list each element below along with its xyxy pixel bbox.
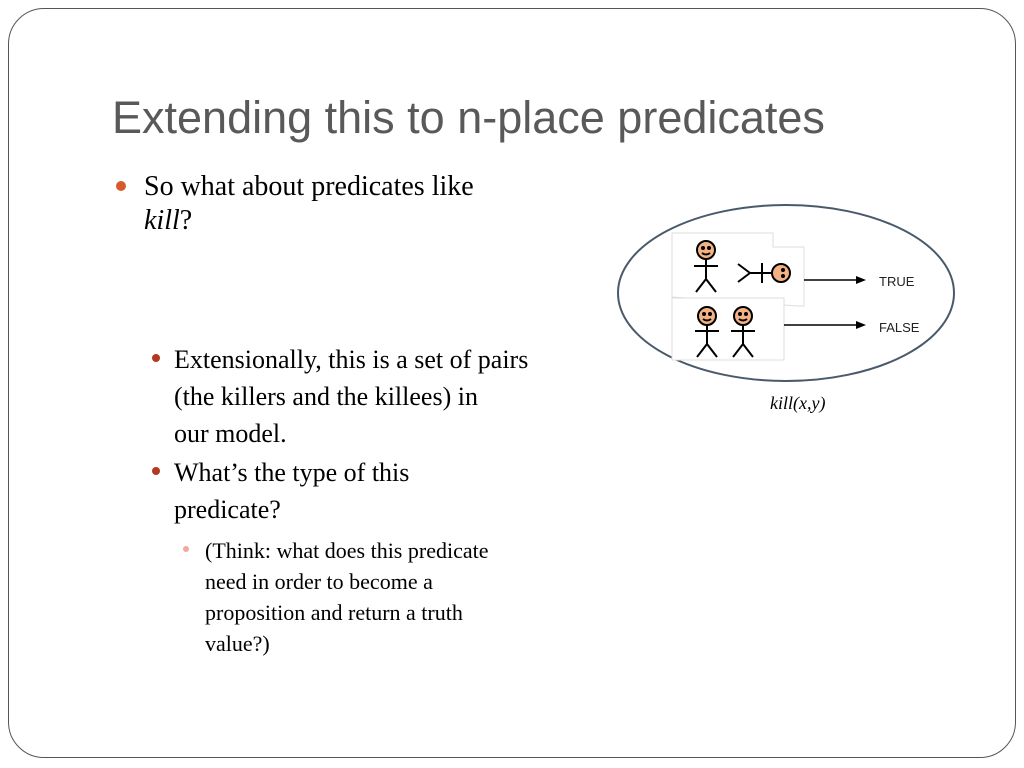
diagram-caption: kill(x,y)	[770, 393, 826, 413]
bullet-line: (the killers and the killees) in	[174, 382, 478, 411]
bullet-extensionally: Extensionally, this is a set of pairs (t…	[152, 341, 582, 452]
bullet-italic-word: kill	[144, 205, 180, 236]
arrow-true-icon	[804, 276, 866, 284]
slide-title: Extending this to n-place predicates	[112, 92, 825, 143]
bullet-line: (Think: what does this predicate	[205, 538, 489, 563]
bullet-text: So what about predicates like	[144, 171, 474, 202]
stick-figure-icon	[694, 240, 718, 293]
bullet-line: predicate?	[174, 495, 281, 524]
bullet-dot-icon	[183, 546, 189, 552]
bullet-line: value?)	[205, 631, 270, 656]
bullet-kill-question: So what about predicates like kill?	[116, 170, 546, 238]
bullet-text-end: ?	[179, 205, 193, 236]
bullet-line: Extensionally, this is a set of pairs	[174, 345, 529, 374]
stick-figure-icon	[731, 306, 755, 358]
bullet-line: proposition and return a truth	[205, 600, 463, 625]
label-false: FALSE	[879, 320, 920, 335]
label-true: TRUE	[879, 274, 915, 289]
slide-frame	[8, 8, 1016, 758]
bullet-think-hint: (Think: what does this predicate need in…	[183, 535, 553, 659]
bullet-line: need in order to become a	[205, 569, 433, 594]
stick-figure-icon	[695, 306, 719, 358]
bullet-dot-icon	[116, 181, 126, 191]
bullet-dot-icon	[152, 467, 160, 475]
bullet-type-question: What’s the type of this predicate?	[152, 454, 582, 528]
pair-panel-false	[671, 297, 785, 361]
bullet-dot-icon	[152, 354, 160, 362]
arrow-false-icon	[784, 321, 866, 329]
bullet-line: What’s the type of this	[174, 458, 410, 487]
model-ellipse	[617, 204, 955, 382]
stick-figure-victim-icon	[737, 263, 791, 283]
bullet-line: our model.	[174, 419, 287, 448]
